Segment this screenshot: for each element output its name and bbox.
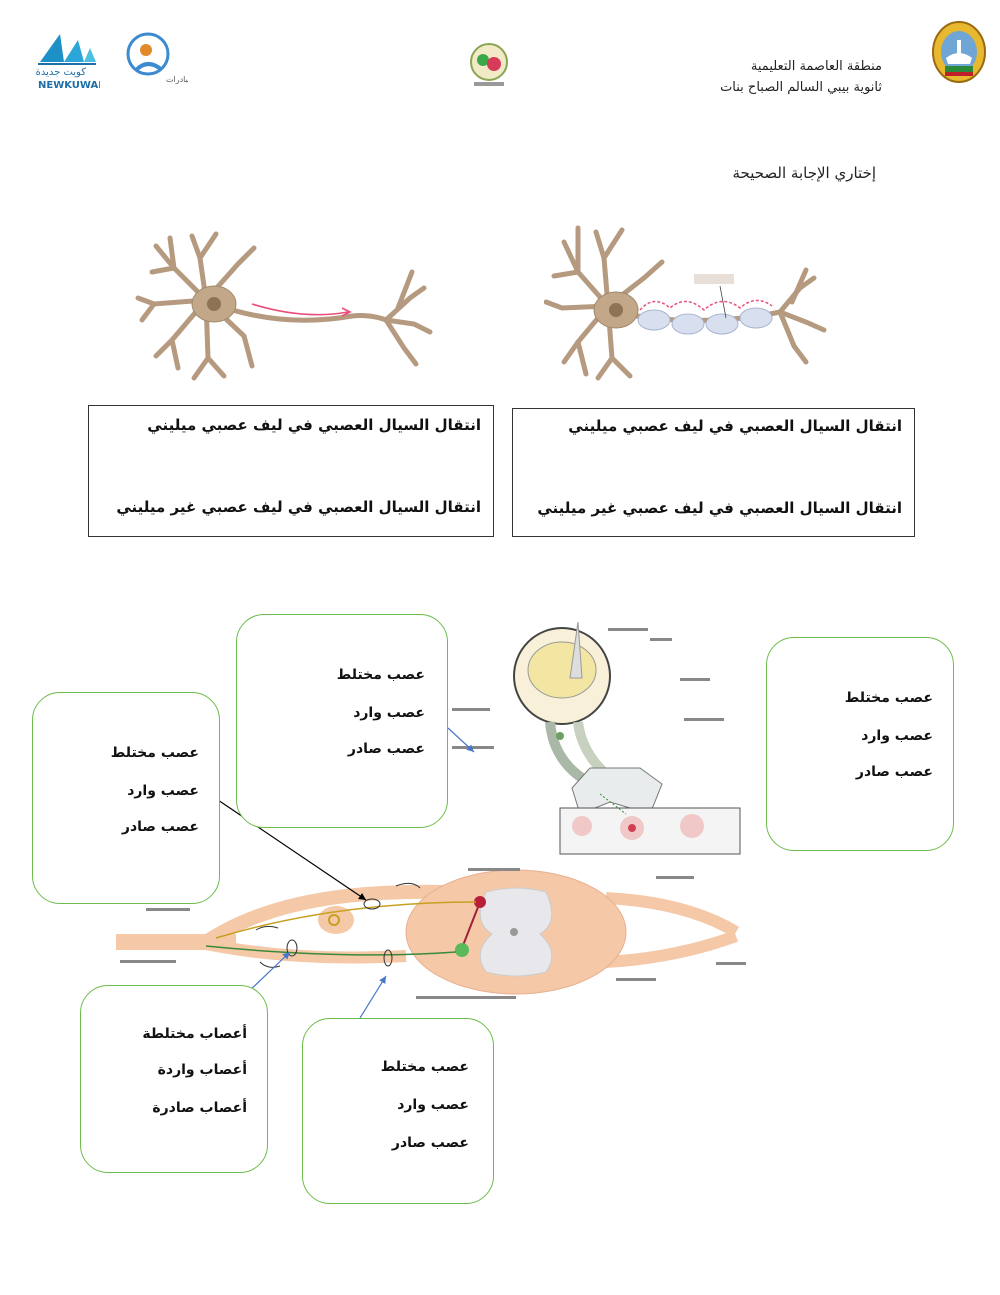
new-kuwait-english: NEWKUWAIT: [38, 80, 100, 90]
left-option-myelinated[interactable]: انتقال السيال العصبي في ليف عصبي ميليني: [147, 416, 481, 434]
option-afferent-nerve[interactable]: عصب وارد: [353, 705, 425, 721]
option-box-right: عصب مختلط عصب وارد عصب صادر: [766, 637, 954, 851]
school-name: ثانوية بيبي السالم الصباح بنات: [720, 80, 882, 95]
new-kuwait-logo: كويت جديدة NEWKUWAIT: [34, 28, 100, 90]
option-efferent-nerve[interactable]: عصب صادر: [122, 819, 199, 835]
option-mixed-nerve[interactable]: عصب مختلط: [381, 1059, 469, 1075]
option-afferent-nerve[interactable]: عصب وارد: [397, 1097, 469, 1113]
district-name: منطقة العاصمة التعليمية: [751, 59, 882, 74]
option-efferent-nerve[interactable]: عصب صادر: [392, 1135, 469, 1151]
option-efferent-nerves[interactable]: أعصاب صادرة: [152, 1100, 247, 1116]
left-option-unmyelinated[interactable]: انتقال السيال العصبي في ليف عصبي غير ميل…: [116, 498, 481, 516]
option-box-left-upper: عصب مختلط عصب وارد عصب صادر: [32, 692, 220, 904]
instruction-text: إختاري الإجابة الصحيحة: [732, 164, 876, 182]
myelinated-neuron-image: [544, 218, 834, 382]
option-afferent-nerve[interactable]: عصب وارد: [127, 783, 199, 799]
answer-box-left: انتقال السيال العصبي في ليف عصبي ميليني …: [88, 405, 494, 537]
unmyelinated-neuron-image: [134, 228, 434, 384]
department-logo: [466, 40, 512, 90]
right-option-myelinated[interactable]: انتقال السيال العصبي في ليف عصبي ميليني: [568, 417, 902, 435]
option-box-left-lower: أعصاب مختلطة أعصاب واردة أعصاب صادرة: [80, 985, 268, 1173]
svg-text:مبادرات: مبادرات: [166, 75, 188, 84]
answer-box-right: انتقال السيال العصبي في ليف عصبي ميليني …: [512, 408, 915, 537]
new-kuwait-arabic: كويت جديدة: [36, 67, 87, 78]
option-mixed-nerves[interactable]: أعصاب مختلطة: [142, 1026, 247, 1042]
eye-brain-diagram: [450, 618, 770, 858]
option-mixed-nerve[interactable]: عصب مختلط: [337, 667, 425, 683]
kuwait-emblem: [930, 18, 988, 84]
school-logo: مبادرات: [118, 30, 188, 86]
option-efferent-nerve[interactable]: عصب صادر: [856, 764, 933, 780]
option-mixed-nerve[interactable]: عصب مختلط: [845, 690, 933, 706]
option-efferent-nerve[interactable]: عصب صادر: [348, 741, 425, 757]
option-box-bottom-center: عصب مختلط عصب وارد عصب صادر: [302, 1018, 494, 1204]
option-mixed-nerve[interactable]: عصب مختلط: [111, 745, 199, 761]
right-option-unmyelinated[interactable]: انتقال السيال العصبي في ليف عصبي غير ميل…: [537, 499, 902, 517]
option-afferent-nerves[interactable]: أعصاب واردة: [158, 1062, 247, 1078]
option-afferent-nerve[interactable]: عصب وارد: [861, 728, 933, 744]
option-box-top-center: عصب مختلط عصب وارد عصب صادر: [236, 614, 448, 828]
